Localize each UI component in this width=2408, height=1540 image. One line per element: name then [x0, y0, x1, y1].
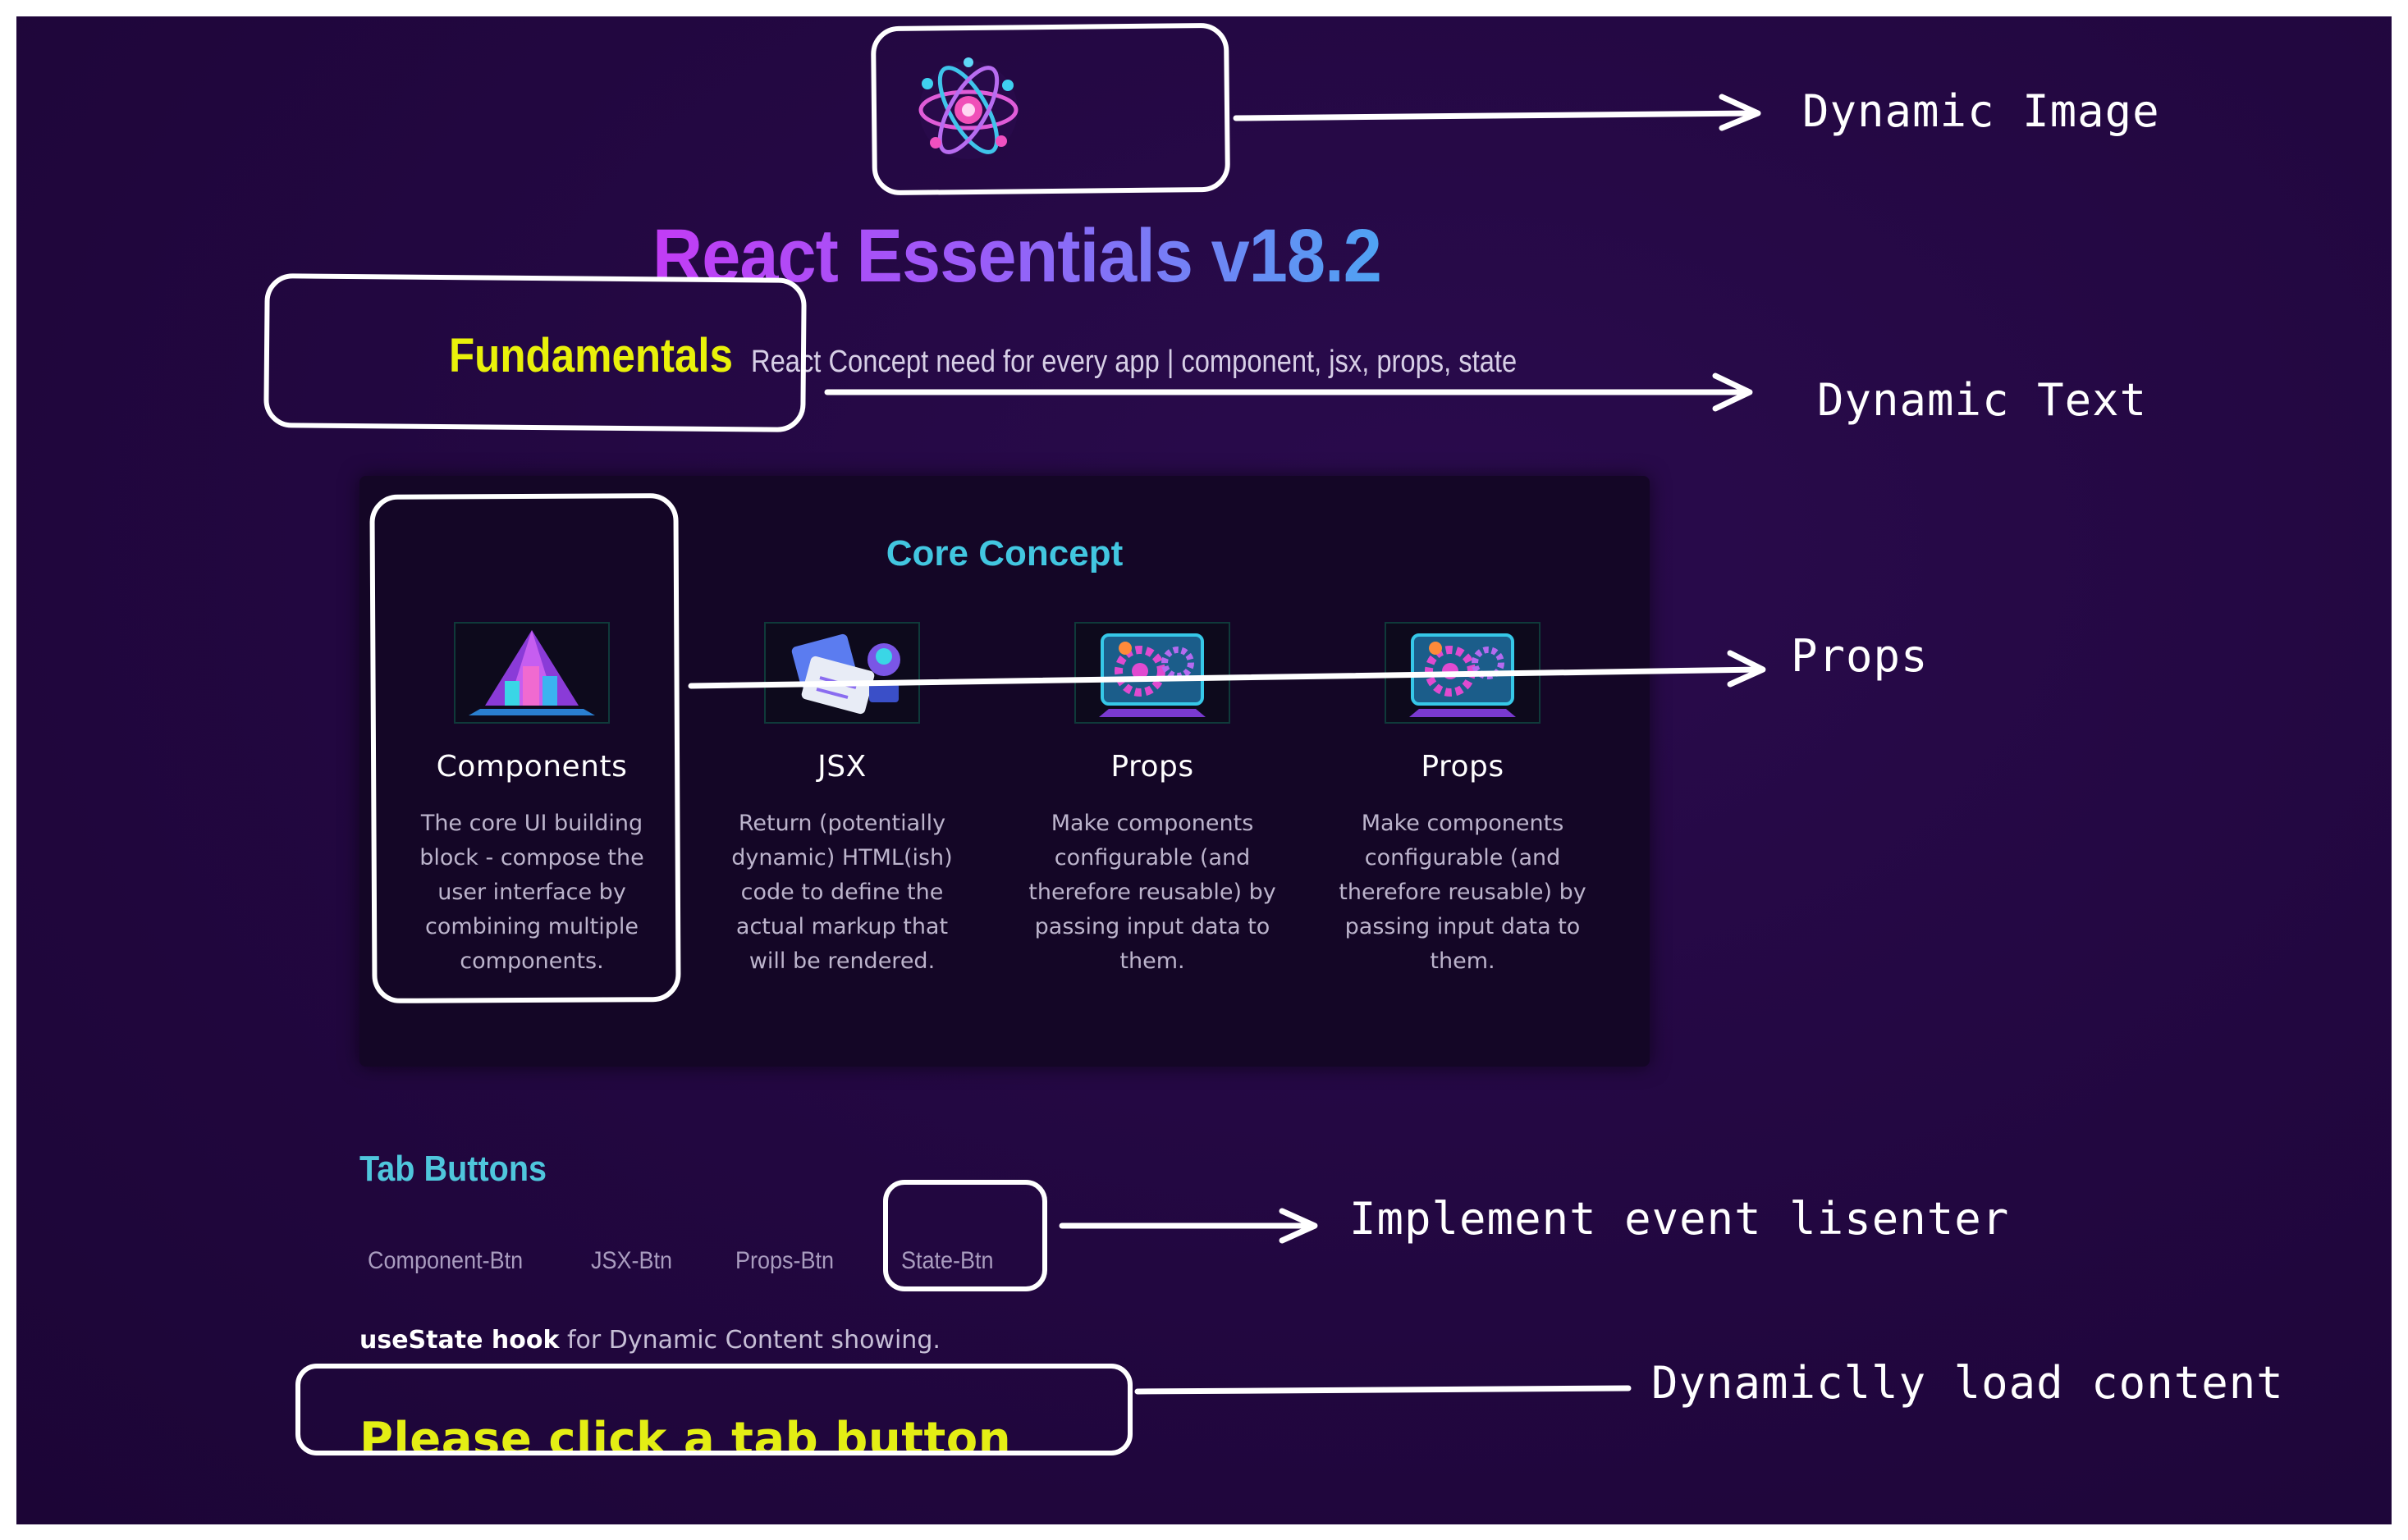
- concept-title: Props: [1110, 750, 1194, 784]
- dynamic-content: Please click a tab button: [359, 1413, 1012, 1466]
- concept-title: Props: [1421, 750, 1504, 784]
- core-concept-panel: Core Concept Components The core UI buil…: [359, 476, 1650, 1067]
- tabs-heading: Tab Buttons: [359, 1149, 547, 1189]
- hook-note-text: for Dynamic Content showing.: [559, 1326, 941, 1355]
- concept-title: JSX: [817, 750, 867, 784]
- concept-title: Components: [436, 750, 628, 784]
- arrow-dynamic-load: [1134, 1385, 1632, 1395]
- annotation-dynamic-image: Dynamic Image: [1802, 85, 2160, 137]
- screenshot-canvas: React Essentials v18.2 Fundamentals Reac…: [16, 16, 2392, 1524]
- concept-description: Return (potentially dynamic) HTML(ish) c…: [731, 811, 953, 974]
- tab-jsx-button[interactable]: JSX-Btn: [591, 1247, 673, 1274]
- hook-note-bold: useState hook: [359, 1326, 560, 1355]
- arrow-props: [688, 666, 1765, 689]
- tab-component-button[interactable]: Component-Btn: [368, 1247, 524, 1274]
- concept-card-components: Components The core UI building block - …: [384, 622, 680, 979]
- annotation-event-listener: Implement event lisenter: [1349, 1193, 2010, 1245]
- annotation-dynamic-load: Dynamiclly load content: [1651, 1357, 2284, 1409]
- concept-description: The core UI building block - compose the…: [419, 811, 644, 974]
- annotation-props: Props: [1791, 630, 1929, 682]
- annotation-arrows: [688, 94, 1766, 1395]
- concept-description: Make components configurable (and theref…: [1028, 811, 1276, 974]
- components-pyramid-icon: [454, 622, 610, 724]
- props-gears-icon: [1074, 622, 1230, 724]
- arrow-dynamic-image: [1233, 110, 1758, 121]
- concept-card-jsx: JSX Return (potentially dynamic) HTML(is…: [694, 622, 990, 979]
- hook-note: useState hook for Dynamic Content showin…: [359, 1326, 941, 1355]
- tab-state-button[interactable]: State-Btn: [901, 1247, 994, 1274]
- page-title: React Essentials v18.2: [652, 214, 1382, 298]
- subtitle-text: React Concept need for every app | compo…: [751, 345, 1518, 379]
- core-concept-title: Core Concept: [886, 533, 1124, 574]
- atom-logo-icon: [911, 53, 1026, 167]
- subtitle-heading: Fundamentals: [449, 329, 733, 382]
- annotation-dynamic-text: Dynamic Text: [1817, 374, 2148, 426]
- jsx-device-icon: [764, 622, 920, 724]
- tab-props-button[interactable]: Props-Btn: [735, 1247, 835, 1274]
- highlight-box-tab: [883, 1180, 1047, 1291]
- highlight-box-content: [295, 1364, 1133, 1455]
- concept-description: Make components configurable (and theref…: [1339, 811, 1586, 974]
- concept-card-props: Props Make components configurable (and …: [1005, 622, 1300, 979]
